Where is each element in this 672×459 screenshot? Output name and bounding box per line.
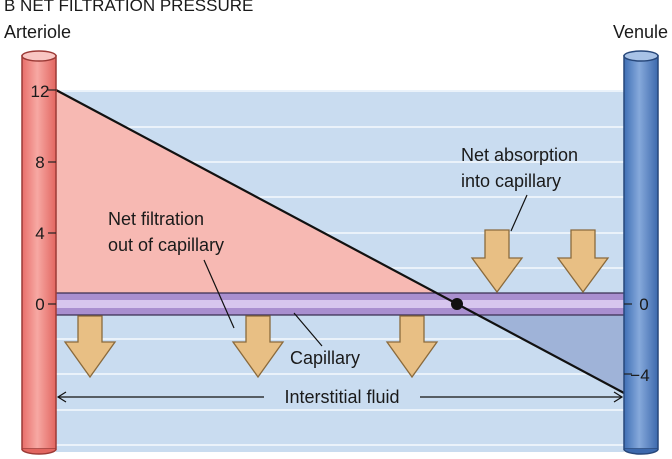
equilibrium-point <box>451 298 463 310</box>
absorption-leader <box>510 194 528 232</box>
left-tick-0: 0 <box>35 295 44 314</box>
left-tick-12: 12 <box>31 82 50 101</box>
right-tick-minus-4: −4 <box>630 366 649 385</box>
inward-arrow-1 <box>470 229 524 294</box>
venule-tube <box>623 50 659 455</box>
interstitial-label: Interstitial fluid <box>284 387 399 407</box>
capillary-lumen <box>56 300 624 308</box>
outward-arrow-2 <box>231 315 285 379</box>
outward-arrows <box>63 315 439 379</box>
absorption-label-line2: into capillary <box>461 171 561 191</box>
arteriole-tube <box>21 50 57 455</box>
filtration-label-line2: out of capillary <box>108 235 224 255</box>
venule-label: Venule <box>613 22 668 42</box>
absorption-label-line1: Net absorption <box>461 145 578 165</box>
left-tick-8: 8 <box>35 153 44 172</box>
outward-arrow-3 <box>385 315 439 379</box>
inward-arrow-2 <box>556 229 610 294</box>
filtration-label-line1: Net filtration <box>108 209 204 229</box>
filtration-leader <box>203 259 235 329</box>
inward-arrows <box>470 229 610 294</box>
interstitial-span-arrow <box>56 391 624 403</box>
left-tick-4: 4 <box>35 224 44 243</box>
capillary-label: Capillary <box>290 348 360 368</box>
capillary-leader <box>293 312 323 347</box>
outward-arrow-1 <box>63 315 117 379</box>
arteriole-label: Arteriole <box>4 22 71 42</box>
figure-heading: B NET FILTRATION PRESSURE <box>4 0 253 15</box>
pressure-line <box>55 89 625 394</box>
right-tick-0: 0 <box>639 295 648 314</box>
